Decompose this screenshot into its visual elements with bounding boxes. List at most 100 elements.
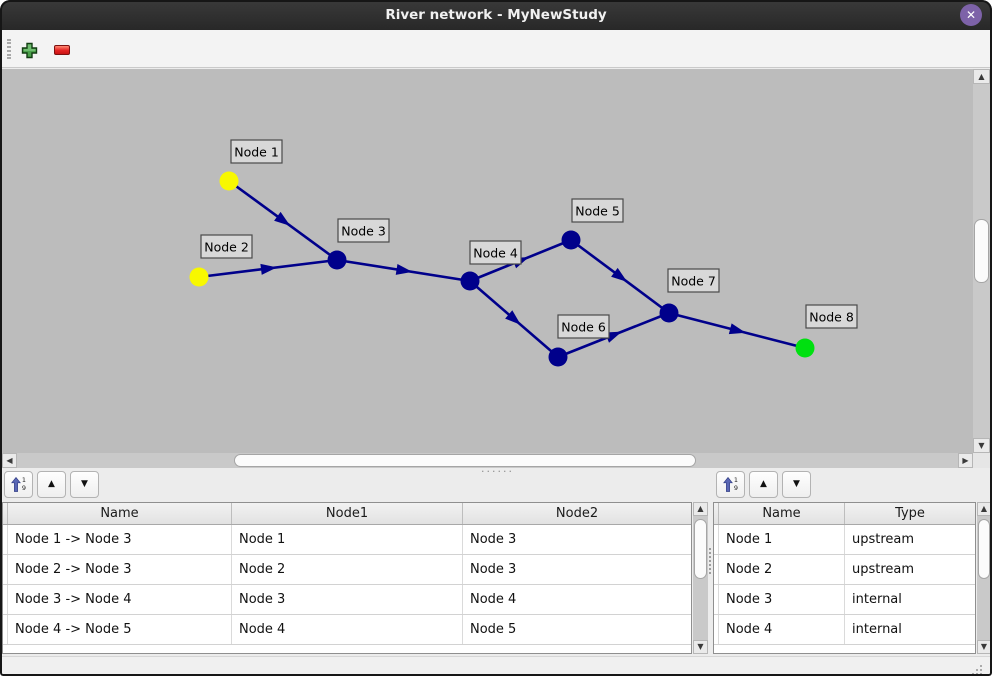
table-cell[interactable]: internal	[852, 622, 902, 637]
horizontal-splitter-handle[interactable]: ······	[481, 465, 514, 478]
title-bar: River network - MyNewStudy ✕	[0, 0, 992, 30]
red-minus-icon	[54, 45, 70, 55]
node-label: Node 6	[561, 320, 606, 335]
table-cell[interactable]: Node 2	[719, 555, 845, 584]
column-header-node1[interactable]: Node1	[232, 503, 463, 524]
table-cell[interactable]: Node 1	[232, 525, 463, 554]
node-label: Node 3	[341, 224, 386, 239]
scroll-left-button[interactable]: ◀	[2, 453, 17, 468]
table-cell[interactable]: Node 4	[470, 592, 517, 607]
network-node[interactable]	[189, 267, 209, 287]
window-title: River network - MyNewStudy	[385, 7, 607, 23]
scroll-up-button[interactable]: ▲	[693, 502, 708, 516]
up-triangle-icon: ▲	[760, 479, 767, 489]
table-cell[interactable]: Node 4	[232, 615, 463, 644]
header-gutter	[3, 503, 8, 524]
table-row[interactable]: Node 3 internal	[714, 585, 975, 615]
node-label: Node 4	[473, 246, 518, 261]
table-cell[interactable]: upstream	[852, 562, 915, 577]
vertical-scroll-thumb[interactable]	[694, 519, 707, 579]
nodes-table-scrollbar[interactable]: ▲ ▼	[977, 502, 991, 654]
toolbar-drag-handle[interactable]	[7, 39, 11, 59]
network-node[interactable]	[548, 347, 568, 367]
table-cell[interactable]: Node 2 -> Node 3	[8, 555, 232, 584]
node-label-box	[667, 268, 720, 293]
table-cell[interactable]: Node 1	[719, 525, 845, 554]
table-cell[interactable]: upstream	[852, 532, 915, 547]
up-arrow-icon: ▲	[697, 504, 704, 513]
network-node[interactable]	[795, 338, 815, 358]
network-node[interactable]	[219, 171, 239, 191]
scrollbar-corner	[973, 453, 990, 468]
column-header-name[interactable]: Name	[719, 503, 845, 524]
resize-grip-icon[interactable]	[972, 665, 974, 667]
edges-table-scrollbar[interactable]: ▲ ▼	[693, 502, 708, 654]
column-header-node2[interactable]: Node2	[555, 506, 599, 521]
network-node[interactable]	[460, 271, 480, 291]
table-cell[interactable]: Node 5	[470, 622, 517, 637]
vertical-splitter-handle[interactable]	[709, 548, 713, 574]
vertical-scroll-thumb[interactable]	[978, 519, 990, 579]
scroll-down-button[interactable]: ▼	[973, 438, 990, 453]
column-header-type[interactable]: Type	[895, 506, 925, 521]
scroll-right-button[interactable]: ▶	[958, 453, 973, 468]
node-label-box	[337, 218, 390, 243]
flow-direction-arrow-icon	[274, 211, 291, 226]
scroll-up-button[interactable]: ▲	[977, 502, 991, 516]
table-cell[interactable]: Node 3	[470, 532, 517, 547]
table-cell[interactable]: Node 1 -> Node 3	[8, 525, 232, 554]
edges-move-down-button[interactable]: ▼	[70, 471, 99, 498]
horizontal-scroll-thumb[interactable]	[234, 454, 696, 467]
column-header-name[interactable]: Name	[8, 503, 232, 524]
close-icon: ✕	[965, 8, 977, 22]
add-node-button[interactable]	[17, 38, 41, 62]
table-cell[interactable]: Node 3	[470, 562, 517, 577]
table-cell[interactable]: Node 2	[232, 555, 463, 584]
scroll-up-button[interactable]: ▲	[973, 69, 990, 84]
table-cell[interactable]: Node 4 -> Node 5	[8, 615, 232, 644]
network-node[interactable]	[561, 230, 581, 250]
table-cell[interactable]: Node 3 -> Node 4	[8, 585, 232, 614]
row-gutter	[714, 555, 719, 584]
table-cell[interactable]: Node 3	[232, 585, 463, 614]
network-node[interactable]	[327, 250, 347, 270]
row-gutter	[3, 615, 8, 644]
canvas-vertical-scrollbar[interactable]: ▲ ▼	[973, 69, 990, 453]
scroll-down-button[interactable]: ▼	[977, 640, 991, 654]
remove-node-button[interactable]	[50, 38, 74, 62]
table-row[interactable]: Node 4 internal	[714, 615, 975, 645]
network-node[interactable]	[659, 303, 679, 323]
row-gutter	[714, 615, 719, 644]
node-label-box	[469, 240, 522, 265]
table-row[interactable]: Node 2 upstream	[714, 555, 975, 585]
table-cell[interactable]: Node 4	[719, 615, 845, 644]
down-arrow-icon: ▼	[978, 440, 985, 450]
up-triangle-icon: ▲	[48, 479, 55, 489]
nodes-move-up-button[interactable]: ▲	[749, 471, 778, 498]
table-cell[interactable]: Node 3	[719, 585, 845, 614]
canvas-horizontal-scrollbar[interactable]: ◀ ▶	[2, 453, 973, 468]
scroll-down-button[interactable]: ▼	[693, 640, 708, 654]
node-label-box	[557, 314, 610, 339]
nodes-move-down-button[interactable]: ▼	[782, 471, 811, 498]
table-row[interactable]: Node 1 upstream	[714, 525, 975, 555]
edges-move-up-button[interactable]: ▲	[37, 471, 66, 498]
table-cell[interactable]: internal	[852, 592, 902, 607]
close-button[interactable]: ✕	[960, 4, 982, 26]
vertical-scroll-thumb[interactable]	[974, 219, 989, 283]
row-gutter	[3, 585, 8, 614]
flow-direction-arrow-icon	[728, 323, 746, 335]
down-arrow-icon: ▼	[980, 642, 988, 651]
row-gutter	[714, 585, 719, 614]
